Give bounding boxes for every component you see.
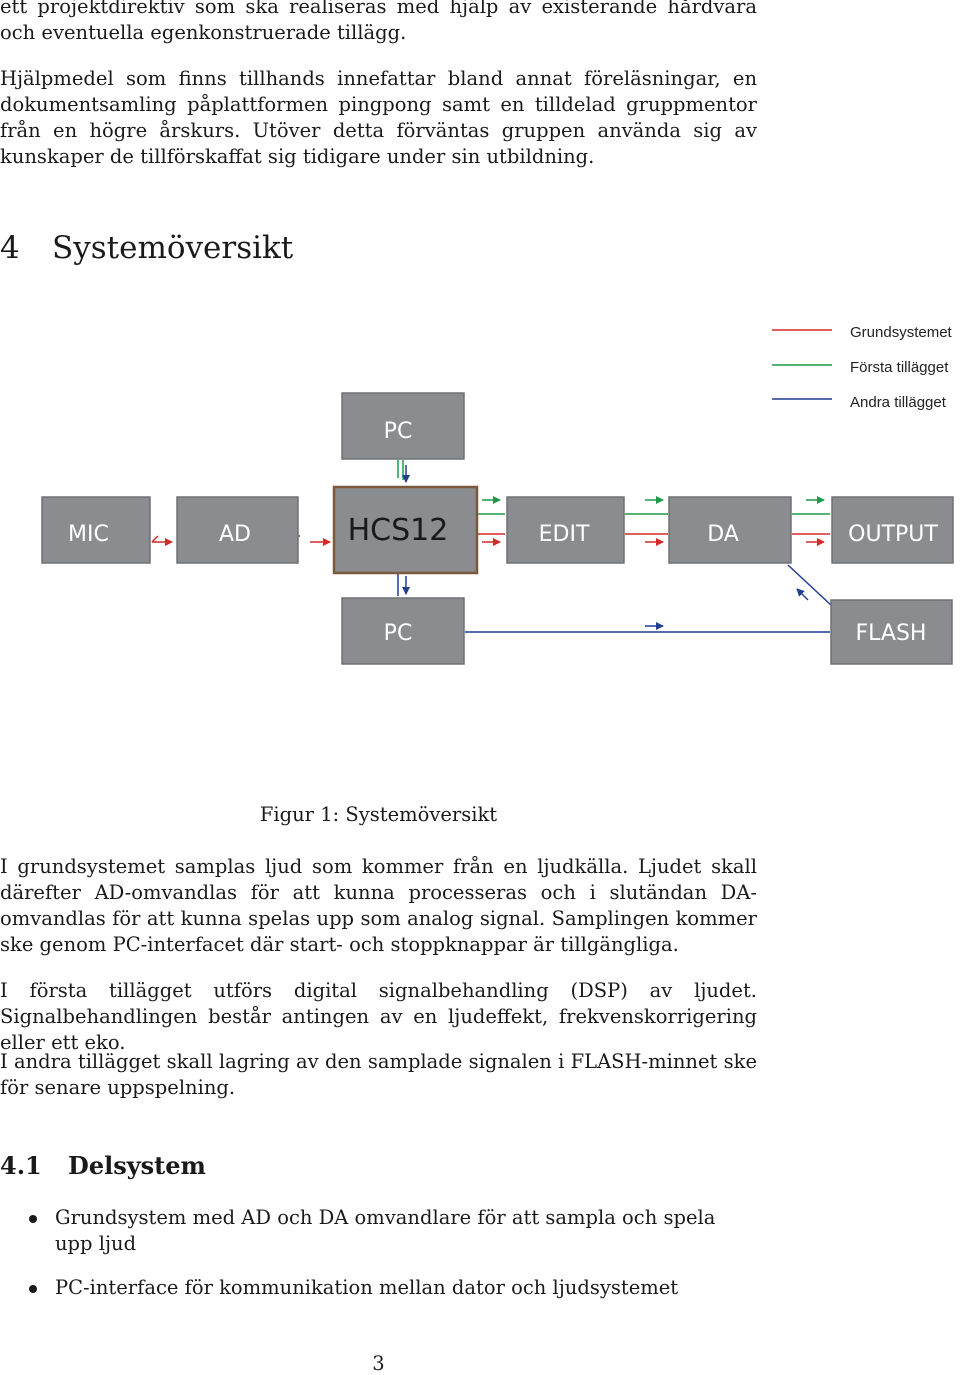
- list-item: PC-interface för kommunikation mellan da…: [0, 1275, 757, 1301]
- subsection-number: 4.1: [0, 1151, 42, 1180]
- body-paragraph-1: I grundsystemet samplas ljud som kommer …: [0, 855, 757, 956]
- box-hcs12: HCS12: [332, 485, 479, 575]
- list-item-text: PC-interface för kommunikation mellan da…: [55, 1276, 679, 1299]
- bullet-icon: [29, 1215, 37, 1223]
- subsection-heading: 4.1 Delsystem: [0, 1151, 206, 1181]
- box-label-pc-bottom: PC: [384, 621, 413, 646]
- legend: Grundsystemet Första tillägget Andra til…: [772, 324, 953, 411]
- box-label-da: DA: [707, 522, 739, 547]
- box-label-ad: AD: [219, 522, 251, 547]
- box-label-edit: EDIT: [539, 522, 590, 547]
- system-overview-diagram: Grundsystemet Första tillägget Andra til…: [41, 324, 954, 665]
- legend-label-andra: Andra tillägget: [850, 394, 947, 411]
- subsection-title: Delsystem: [68, 1151, 206, 1180]
- intro-paragraph-2: Hjälpmedel som finns tillhands innefatta…: [0, 67, 757, 168]
- box-flash: FLASH: [830, 599, 953, 665]
- line-flash-to-da: [787, 564, 833, 607]
- box-label-mic: MIC: [68, 522, 109, 547]
- box-output: OUTPUT: [831, 496, 954, 564]
- legend-label-grundsystemet: Grundsystemet: [850, 324, 953, 341]
- body-paragraph-3: I andra tillägget skall lagring av den s…: [0, 1050, 757, 1099]
- arrow-flash-to-da: [796, 588, 809, 601]
- box-label-pc-top: PC: [384, 419, 413, 444]
- intro-paragraph: ett projektdirektiv som ska realiseras m…: [0, 0, 757, 44]
- box-pc-bottom: PC: [341, 597, 465, 665]
- box-ad: AD: [176, 496, 299, 564]
- box-label-output: OUTPUT: [848, 522, 938, 547]
- connections: [151, 460, 833, 633]
- box-label-hcs12: HCS12: [348, 513, 449, 548]
- box-edit: EDIT: [506, 496, 625, 564]
- body-paragraph-2: I första tillägget utförs digital signal…: [0, 979, 757, 1054]
- box-pc-top: PC: [341, 392, 465, 460]
- box-da: DA: [668, 496, 792, 564]
- legend-label-forsta: Första tillägget: [850, 359, 949, 376]
- box-mic: MIC: [41, 496, 151, 564]
- section-number: 4: [0, 230, 20, 266]
- list-item-text: Grundsystem med AD och DA omvandlare för…: [55, 1206, 716, 1255]
- box-label-flash: FLASH: [856, 621, 927, 646]
- list-item: Grundsystem med AD och DA omvandlare för…: [0, 1205, 757, 1257]
- section-heading: 4 Systemöversikt: [0, 230, 293, 266]
- section-title: Systemöversikt: [52, 230, 294, 266]
- figure-caption: Figur 1: Systemöversikt: [259, 803, 498, 826]
- bullet-icon: [29, 1285, 37, 1293]
- page-number: 3: [372, 1352, 385, 1375]
